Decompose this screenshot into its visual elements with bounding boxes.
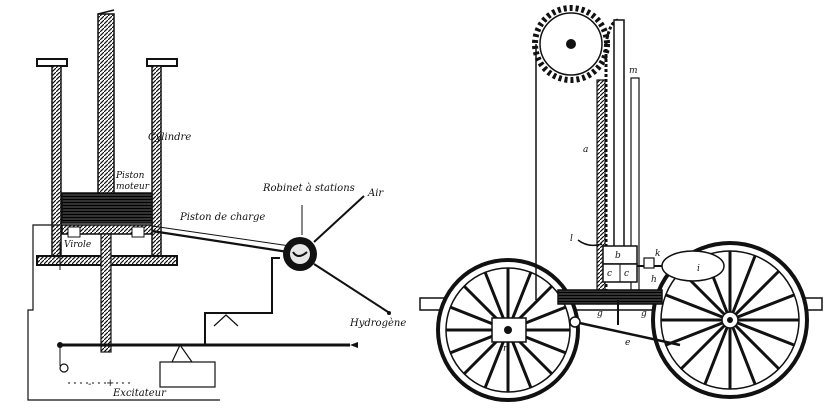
connecting-rod-e (574, 320, 681, 347)
vehicle-diagram (419, 5, 823, 402)
label-minus: - (88, 379, 92, 390)
gas-bag-i (661, 250, 725, 282)
label-hydrogene: Hydrogène (349, 318, 406, 329)
cylinder-wall-left (51, 65, 62, 262)
spark-terminal (59, 363, 69, 373)
label-air: Air (367, 188, 384, 199)
label-l: l (570, 234, 573, 244)
lever-fulcrum (171, 343, 194, 363)
valve-linkage (204, 257, 280, 345)
cylinder-top-flange-left (36, 58, 68, 67)
label-cylindre: Cylindre (148, 132, 191, 143)
label-k: k (655, 249, 660, 259)
sprocket-gear (532, 5, 610, 83)
cylinder-top-flange-right (146, 58, 178, 67)
label-virole: Virole (64, 240, 91, 250)
label-n: n (503, 344, 509, 354)
valve-k (643, 257, 655, 269)
lower-rod (100, 233, 112, 353)
rear-wheel (436, 258, 580, 402)
label-piston-de-charge: Piston de charge (179, 212, 265, 223)
label-g1: g (597, 309, 603, 319)
label-c2: c (624, 269, 629, 279)
piston-moteur (61, 192, 153, 224)
engine-base (557, 289, 663, 305)
label-plus: + (106, 378, 114, 389)
label-piston-moteur-2: moteur (116, 182, 150, 192)
label-c1: c (607, 269, 612, 279)
label-robinet: Robinet à stations (262, 183, 355, 194)
label-i: i (697, 264, 700, 274)
hydrogen-pipe (313, 263, 389, 313)
label-piston-moteur-1: Piston (115, 171, 145, 181)
piston-rod-tube (97, 13, 115, 195)
label-h: h (651, 275, 657, 285)
engine-cylinder-diagram (27, 9, 391, 401)
piston-column-m (613, 19, 625, 273)
label-g2: g (641, 309, 647, 319)
label-a: a (583, 145, 588, 155)
ignition-wire (27, 224, 220, 401)
label-b: b (615, 251, 621, 261)
charge-pipe (151, 229, 289, 254)
label-e: e (625, 338, 630, 348)
air-pipe (313, 195, 365, 243)
label-m: m (629, 66, 638, 76)
label-excitateur: Excitateur (112, 388, 167, 399)
fulcrum-base (159, 361, 216, 388)
